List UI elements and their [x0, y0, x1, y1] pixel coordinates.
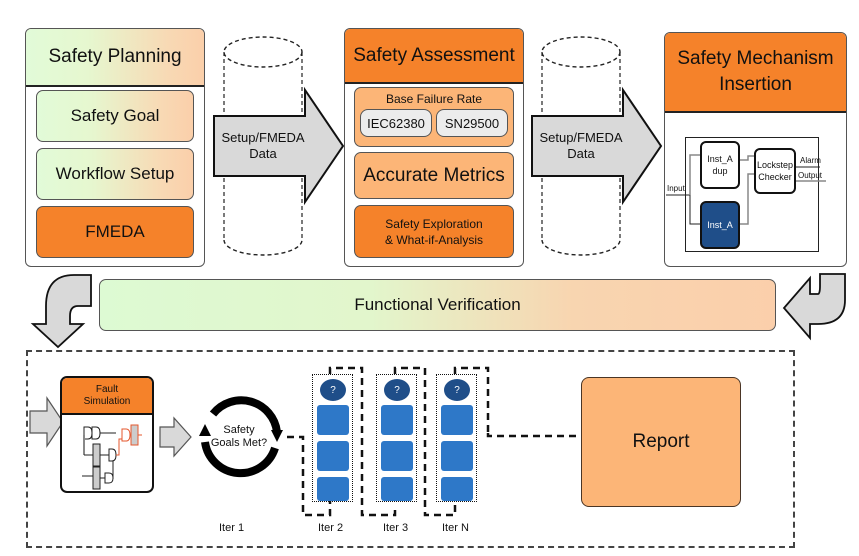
iteration-column-iter-2: ?: [312, 374, 353, 502]
transfer-arrow-2-label: Setup/FMEDA Data: [532, 130, 630, 162]
safety-goals-line2: Goals Met?: [210, 437, 268, 449]
input-label: Input: [667, 184, 685, 193]
fault-simulation-card[interactable]: Fault Simulation: [60, 376, 154, 493]
iter-3-badge: ?: [384, 379, 410, 401]
report-box[interactable]: Report: [581, 377, 741, 507]
fault-simulation-line1: Fault: [95, 383, 119, 395]
fmeda-item[interactable]: FMEDA: [36, 206, 194, 258]
iteration-column-iter-3: ?: [376, 374, 417, 502]
functional-verification-title: Functional Verification: [354, 295, 521, 314]
transfer-arrow-1: [213, 86, 345, 206]
safety-exploration-line2: & What-if-Analysis: [384, 232, 484, 247]
left-curved-arrow: [782, 273, 846, 341]
iter-3-block-2: [381, 441, 413, 471]
iter-n-block-1: [441, 405, 473, 435]
safety-planning-header: Safety Planning: [26, 29, 204, 87]
inst-a-dup-block[interactable]: Inst_A dup: [700, 141, 740, 189]
safety-goals-line1: Safety: [223, 424, 255, 436]
iter-2-block-3: [317, 477, 349, 501]
lockstep-checker-line1: Lockstep: [756, 160, 794, 170]
transfer-arrow-2-line1: Setup/FMEDA: [539, 130, 623, 145]
iter-n-badge: ?: [444, 379, 470, 401]
iter-n-label: Iter N: [442, 522, 469, 534]
output-label: Output: [798, 171, 823, 180]
safety-mechanism-panel: Safety Mechanism Insertion Inst_A dup In…: [664, 32, 847, 267]
sn29500-label: SN29500: [444, 115, 500, 131]
safety-mechanism-title-line1: Safety Mechanism: [677, 48, 834, 69]
fault-circuit-icon: [82, 424, 142, 490]
iec62380-chip[interactable]: IEC62380: [360, 109, 432, 137]
to-cycle-arrow: [159, 416, 192, 458]
inst-a-dup-line1: Inst_A: [707, 154, 733, 164]
transfer-arrow-1-line2: Data: [249, 146, 277, 161]
safety-exploration-line1: Safety Exploration: [385, 216, 483, 231]
iter-2-block-2: [317, 441, 349, 471]
safety-assessment-title: Safety Assessment: [353, 44, 515, 66]
transfer-arrow-2: [531, 86, 663, 206]
iter-2-badge-text: ?: [330, 384, 336, 396]
lockstep-checker-block[interactable]: Lockstep Checker: [754, 148, 796, 194]
iter-3-badge-text: ?: [394, 384, 400, 396]
fault-sim-input-arrow: [29, 396, 64, 448]
iter-n-badge-text: ?: [454, 384, 460, 396]
down-left-curved-arrow: [30, 274, 92, 349]
inst-a-block[interactable]: Inst_A: [700, 201, 740, 249]
safety-goal-label: Safety Goal: [70, 106, 160, 125]
safety-assessment-panel: Safety Assessment Base Failure Rate IEC6…: [344, 28, 524, 267]
iec62380-label: IEC62380: [367, 115, 425, 131]
iter-3-block-3: [381, 477, 413, 501]
accurate-metrics-label: Accurate Metrics: [363, 164, 505, 186]
functional-verification-bar[interactable]: Functional Verification: [99, 279, 776, 331]
base-failure-rate-label: Base Failure Rate: [385, 92, 483, 106]
safety-mechanism-header: Safety Mechanism Insertion: [665, 33, 846, 113]
accurate-metrics-item[interactable]: Accurate Metrics: [354, 152, 514, 199]
report-label: Report: [632, 431, 690, 452]
iteration-column-iter-n: ?: [436, 374, 477, 502]
fault-simulation-line2: Simulation: [83, 395, 131, 407]
sn29500-chip[interactable]: SN29500: [436, 109, 508, 137]
lockstep-checker-line2: Checker: [758, 172, 792, 182]
safety-planning-panel: Safety Planning Safety Goal Workflow Set…: [25, 28, 205, 267]
safety-mechanism-title-line2: Insertion: [719, 74, 792, 95]
fault-simulation-header: Fault Simulation: [62, 378, 152, 415]
safety-planning-title: Safety Planning: [48, 46, 182, 67]
base-failure-rate-group: Base Failure Rate IEC62380 SN29500: [354, 87, 514, 147]
safety-goals-cycle-icon: [199, 396, 283, 478]
lockstep-diagram: Inst_A dup Inst_A Lockstep Checker Alarm…: [666, 137, 826, 252]
inst-a-label: Inst_A: [707, 220, 733, 230]
iter-3-label: Iter 3: [383, 522, 409, 534]
transfer-arrow-1-line1: Setup/FMEDA: [221, 130, 305, 145]
iter-1-label: Iter 1: [219, 522, 245, 534]
safety-assessment-header: Safety Assessment: [345, 29, 523, 84]
iter-2-badge: ?: [320, 379, 346, 401]
iter-n-block-2: [441, 441, 473, 471]
iter-3-block-1: [381, 405, 413, 435]
inst-a-dup-line2: dup: [712, 166, 728, 176]
iter-n-block-3: [441, 477, 473, 501]
alarm-label: Alarm: [800, 156, 821, 165]
safety-goal-item[interactable]: Safety Goal: [36, 90, 194, 142]
iter-2-block-1: [317, 405, 349, 435]
transfer-arrow-2-line2: Data: [567, 146, 595, 161]
transfer-arrow-1-label: Setup/FMEDA Data: [214, 130, 312, 162]
safety-goals-cycle-label: Safety Goals Met?: [203, 424, 275, 450]
workflow-setup-item[interactable]: Workflow Setup: [36, 148, 194, 200]
verification-loop-container: [26, 350, 795, 548]
fmeda-label: FMEDA: [85, 222, 145, 241]
iter-2-label: Iter 2: [318, 522, 344, 534]
safety-exploration-item[interactable]: Safety Exploration & What-if-Analysis: [354, 205, 514, 258]
lockstep-wires: [666, 154, 826, 225]
workflow-setup-label: Workflow Setup: [55, 164, 175, 183]
